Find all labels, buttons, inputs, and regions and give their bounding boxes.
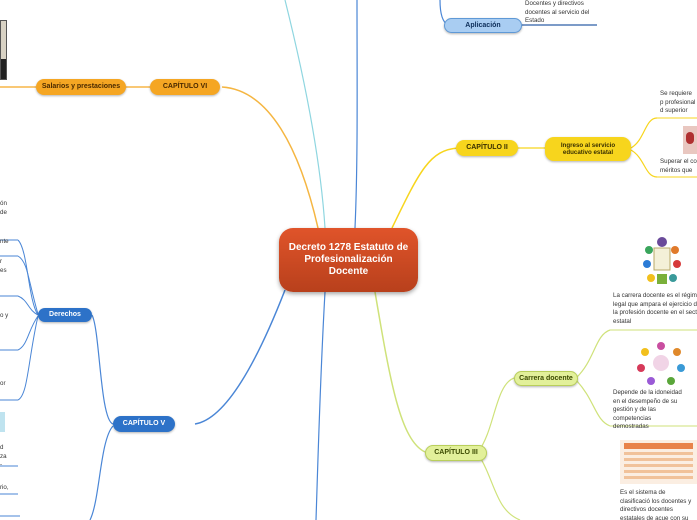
node-salarios[interactable]: Salarios y prestaciones — [36, 79, 126, 95]
left-text-5: or — [0, 380, 6, 387]
ingreso-superar-text: Superar el co méritos que s — [660, 158, 697, 176]
node-derechos-label: Derechos — [49, 311, 81, 318]
node-carrera-docente[interactable]: Carrera docente — [514, 371, 578, 386]
left-text-7: rio, — [0, 484, 9, 491]
left-text-3: r es — [0, 258, 7, 274]
node-ingreso[interactable]: Ingreso al servicio educativo estatal — [545, 137, 631, 161]
carrera-dependencia-text: Depende de la idoneidad en el desempeño … — [613, 389, 682, 431]
node-capitulo-vi-label: CAPÍTULO VI — [162, 83, 208, 90]
carrera-definition-text: La carrera docente es el régim legal que… — [613, 292, 697, 325]
node-capitulo-v[interactable]: CAPÍTULO V — [113, 416, 175, 432]
left-text-4: o y — [0, 312, 9, 319]
derechos-image — [0, 412, 5, 432]
left-text-6: d za - — [0, 444, 7, 469]
ingreso-image — [683, 126, 697, 154]
aplicacion-description-text: Docentes y directivos docentes al servic… — [525, 0, 590, 24]
node-capitulo-ii[interactable]: CAPÍTULO II — [456, 140, 518, 156]
central-topic[interactable]: Decreto 1278 Estatuto de Profesionalizac… — [279, 228, 418, 292]
ingreso-requirement-text: Se requiere p profesional d superior rec… — [660, 90, 696, 117]
central-topic-label: Decreto 1278 Estatuto de Profesionalizac… — [288, 242, 409, 277]
node-derechos[interactable]: Derechos — [38, 308, 92, 322]
node-capitulo-vi[interactable]: CAPÍTULO VI — [150, 79, 220, 95]
carrera-infographic-image — [637, 234, 687, 288]
node-capitulo-ii-label: CAPÍTULO II — [466, 144, 508, 151]
clasificacion-table-image — [620, 440, 697, 484]
carrera-cycle-image — [631, 338, 691, 388]
left-text-1: ón de — [0, 200, 7, 216]
clasificacion-text: Es el sistema de clasificació los docent… — [620, 489, 692, 520]
node-ingreso-label: Ingreso al servicio educativo estatal — [560, 142, 616, 156]
node-capitulo-iii-label: CAPÍTULO III — [434, 449, 478, 456]
node-capitulo-iii[interactable]: CAPÍTULO III — [425, 445, 487, 461]
left-text-2: nte — [0, 238, 9, 245]
node-salarios-label: Salarios y prestaciones — [41, 83, 121, 90]
salarios-image — [0, 20, 7, 80]
node-aplicacion-label: Aplicación — [465, 21, 501, 29]
node-aplicacion[interactable]: Aplicación — [444, 18, 522, 33]
node-carrera-docente-label: Carrera docente — [519, 374, 573, 382]
node-capitulo-v-label: CAPÍTULO V — [122, 420, 166, 427]
